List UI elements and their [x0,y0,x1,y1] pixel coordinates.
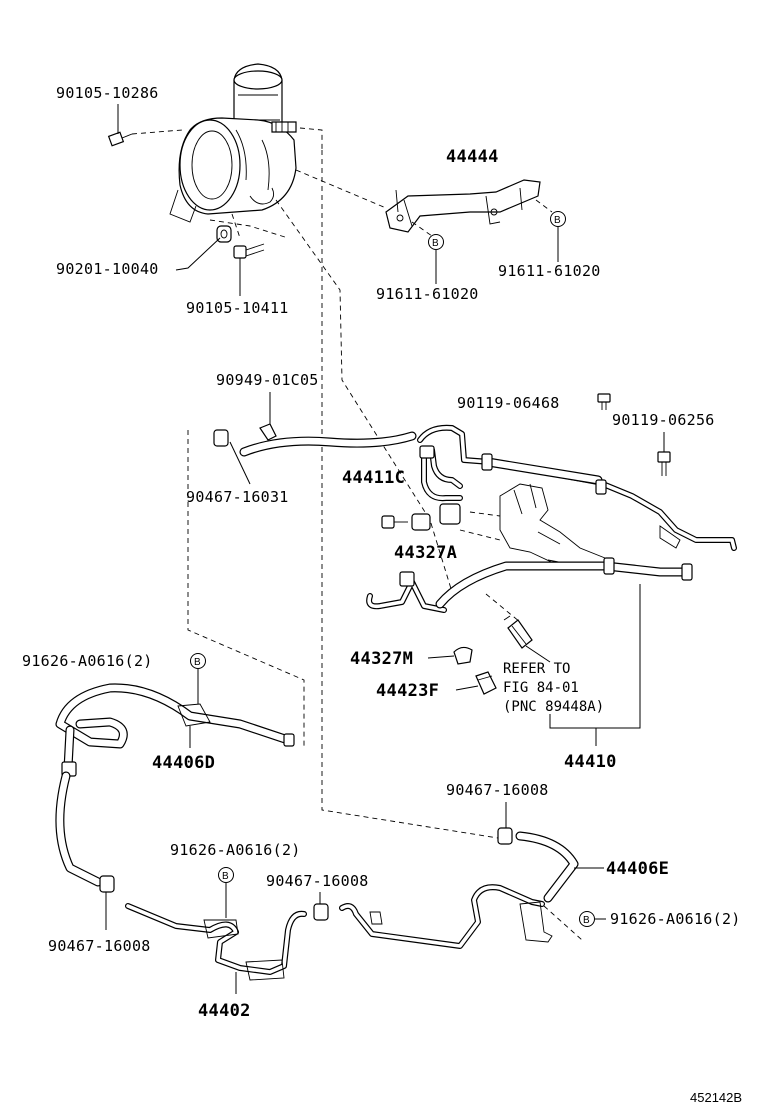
label-44444: 44444 [446,147,499,167]
clamp-44327M[interactable] [453,646,473,665]
svg-text:B: B [583,915,590,926]
svg-text:B: B [554,215,561,226]
power-steering-pump [169,63,297,223]
return-hose-44402-left[interactable] [55,771,103,887]
svg-text:B: B [194,657,201,668]
label-44410: 44410 [564,752,617,772]
label-44327A: 44327A [394,543,457,563]
hose-clamp-90467-16031[interactable] [213,429,229,447]
note-refer-line3: (PNC 89448A) [503,699,604,715]
label-91611-61020-a: 91611-61020 [376,285,479,303]
label-91611-61020-b: 91611-61020 [498,262,601,280]
note-refer-line1: REFER TO [503,661,570,677]
label-44423F: 44423F [376,681,439,701]
callout-b-44406D[interactable]: B [190,653,206,669]
hose-clamp-90467-16008-middle[interactable] [313,903,329,921]
bolt-90119-06468[interactable] [597,393,611,410]
bolt-90105-10286[interactable] [107,129,183,147]
hose-clamp-90467-16008-right[interactable] [497,827,513,845]
bracket-44444[interactable] [385,179,541,233]
label-90467-16008-c: 90467-16008 [48,937,151,955]
label-44402: 44402 [198,1001,251,1021]
bolt-90119-06256[interactable] [657,451,671,476]
pressure-switch-sensor[interactable] [503,615,533,649]
label-90105-10286: 90105-10286 [56,84,159,102]
return-pipe-44402[interactable] [125,903,307,981]
hose-clamp-90467-16008-left[interactable] [99,875,115,893]
return-hose-upper[interactable] [239,431,417,457]
label-90467-16008-b: 90467-16008 [266,872,369,890]
return-tube-44411C[interactable] [419,445,463,502]
label-44406D: 44406D [152,753,215,773]
label-90467-16031: 90467-16031 [186,488,289,506]
note-refer-line2: FIG 84-01 [503,680,579,696]
label-91626-A0616-2-c: 91626-A0616(2) [170,841,301,859]
svg-text:B: B [432,238,439,249]
label-91626-A0616-2-a: 91626-A0616(2) [22,652,153,670]
washer-90201-10040[interactable] [216,225,232,243]
label-44327M: 44327M [350,649,413,669]
figure-id: 452142B [690,1090,742,1105]
callout-b-44402[interactable]: B [218,867,234,883]
label-90949-01C05: 90949-01C05 [216,371,319,389]
bolt-90105-10411[interactable] [233,243,265,259]
pressure-hose-lower[interactable] [366,557,693,613]
fitting-44327A[interactable] [381,503,461,531]
label-90119-06468: 90119-06468 [457,394,560,412]
pressure-feed-tube-44410[interactable] [417,424,737,551]
label-90201-10040: 90201-10040 [56,260,159,278]
clamp-90949-01C05[interactable] [259,423,277,441]
label-44406E: 44406E [606,859,669,879]
callout-b-bolt-1[interactable]: B [428,234,444,250]
label-91626-A0616-2-b: 91626-A0616(2) [610,910,741,928]
label-90105-10411: 90105-10411 [186,299,289,317]
callout-b-44406E[interactable]: B [579,911,595,927]
label-90119-06256: 90119-06256 [612,411,715,429]
hose-44406E[interactable] [339,831,579,949]
union-44423F[interactable] [475,671,497,695]
svg-text:B: B [222,871,229,882]
label-44411C: 44411C [342,468,405,488]
label-90467-16008-a: 90467-16008 [446,781,549,799]
callout-b-bolt-2[interactable]: B [550,211,566,227]
steering-gear-housing [459,483,611,571]
